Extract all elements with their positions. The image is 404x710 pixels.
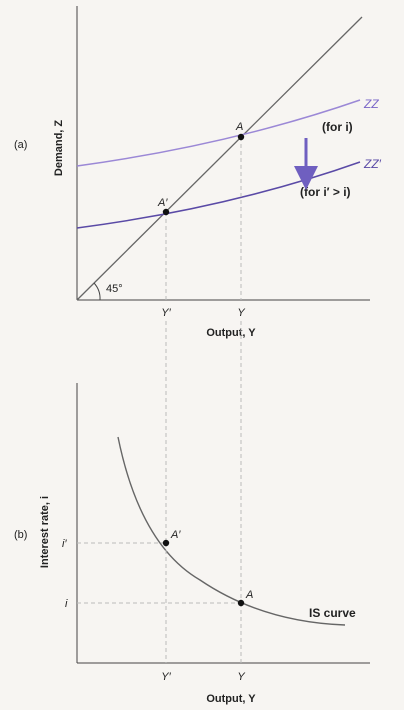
point-a-label: A [245,589,253,601]
panel-b-tick-ip: i′ [62,538,67,550]
line-45-degree [76,16,363,301]
zz-curve [76,99,361,167]
point-a-prime [162,539,170,547]
panel-a-label: (a) [14,139,27,151]
panel-b-tick-y: Y [237,671,245,683]
panel-b: (b) Interest rate, i IS curve i′ i A′ A … [14,383,370,705]
panel-b-x-axis-label: Output, Y [206,693,256,705]
panel-a-tick-yp: Y′ [161,307,171,319]
point-a-label: A [235,121,243,133]
panel-b-label: (b) [14,529,27,541]
panel-a-y-axis-label: Demand, Z [53,120,65,177]
panel-b-y-axis-label: Interest rate, i [39,496,51,568]
zzp-note: (for i′ > i) [300,185,351,199]
angle-arc [93,282,101,301]
panel-a: (a) Demand, Z 45° ZZ (for i) ZZ′ (for i′… [14,6,382,339]
point-a [237,133,245,141]
angle-label: 45° [106,283,123,295]
zzp-label: ZZ′ [363,157,382,171]
zz-note: (for i) [322,120,353,134]
is-curve [117,436,346,626]
panel-b-tick-yp: Y′ [161,671,171,683]
point-a-prime [162,208,170,216]
zz-label: ZZ [363,97,379,111]
panel-a-x-axis-label: Output, Y [206,327,256,339]
panel-b-tick-i: i [65,598,68,610]
point-a [237,599,245,607]
is-curve-label: IS curve [309,606,356,620]
point-a-prime-label: A′ [157,197,168,209]
point-a-prime-label: A′ [170,529,181,541]
zzp-curve [76,161,361,229]
panel-a-tick-y: Y [237,307,245,319]
